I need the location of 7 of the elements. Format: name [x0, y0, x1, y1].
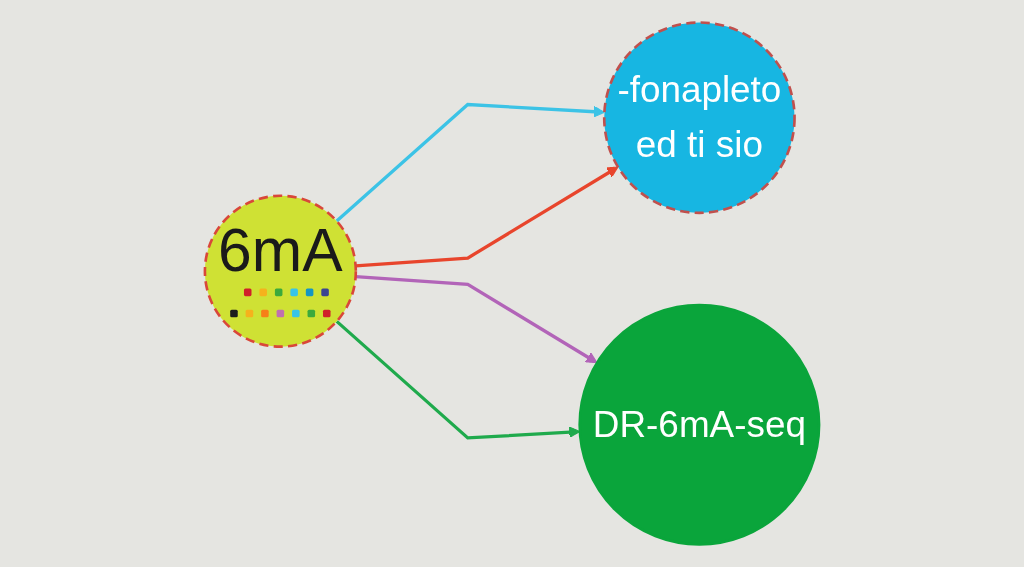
circle-node: -fonapleto ed ti sio: [602, 21, 796, 215]
arrow: [355, 166, 619, 268]
circle-node: 6mA: [203, 194, 358, 348]
circle-node: DR-6mA-seq: [578, 303, 821, 546]
arrow: [335, 320, 581, 440]
arrow: [335, 102, 605, 223]
arrow: [355, 274, 598, 364]
